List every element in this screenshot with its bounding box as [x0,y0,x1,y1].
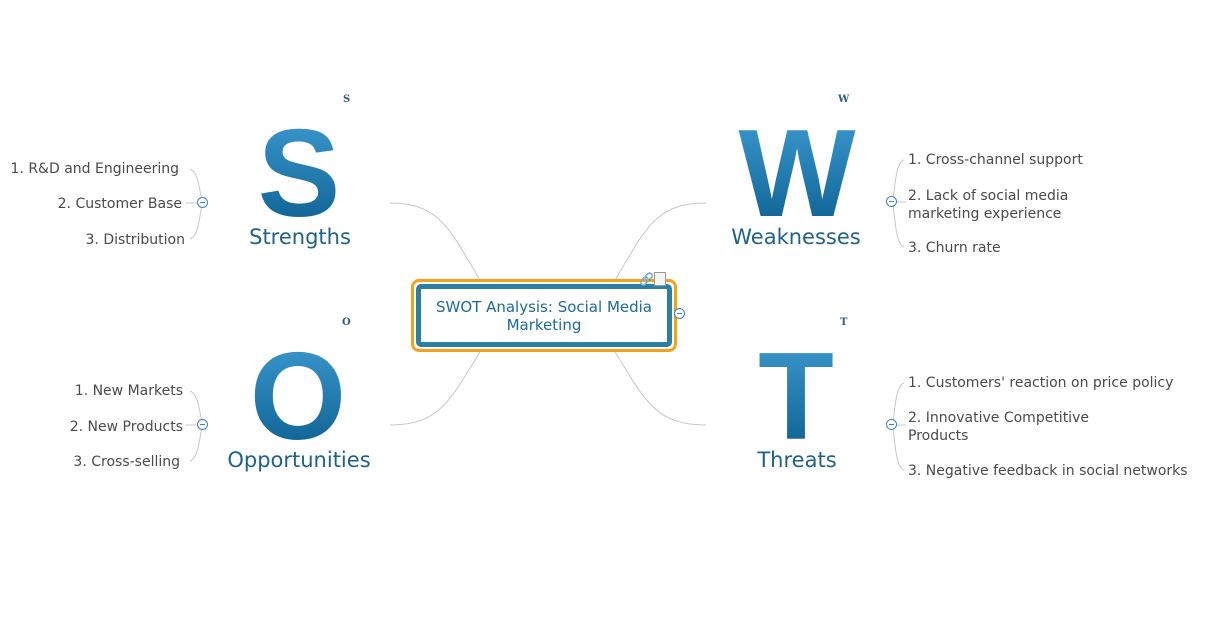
list-item[interactable]: 3. Cross-selling [73,454,180,470]
list-item[interactable]: 3. Churn rate [908,240,1001,256]
opportunities-letter: O [218,335,378,459]
opportunities-marker: O [342,317,351,328]
collapse-icon[interactable] [674,308,685,319]
list-item[interactable]: 1. New Markets [74,383,183,399]
list-item[interactable]: 1. R&D and Engineering [10,161,179,177]
strengths-letter: S [219,112,379,236]
threats-letter: T [716,335,876,459]
list-item[interactable]: 3. Negative feedback in social networks [908,463,1188,479]
list-item[interactable]: 2. Customer Base [57,196,182,212]
list-item[interactable]: 3. Distribution [85,232,185,248]
list-item[interactable]: 2. Lack of social media marketing experi… [908,188,1069,222]
list-item[interactable]: 2. Innovative Competitive Products [908,410,1089,444]
collapse-icon[interactable] [886,196,897,207]
weaknesses-marker: W [838,94,850,105]
strengths-marker: S [343,94,351,105]
connector-threats [614,351,707,426]
connector-weaknesses [614,202,707,281]
threats-marker: T [840,317,848,328]
weaknesses-letter: W [717,112,877,236]
note-icon[interactable] [654,272,666,286]
central-topic-title: SWOT Analysis: Social Media Marketing [416,284,672,347]
strengths-topic[interactable]: Strengths [249,225,351,249]
list-item[interactable]: 2. New Products [69,419,183,435]
collapse-icon[interactable] [197,197,208,208]
central-topic[interactable]: SWOT Analysis: Social Media Marketing [411,279,677,352]
list-item[interactable]: 1. Cross-channel support [908,152,1083,168]
list-item[interactable]: 1. Customers' reaction on price policy [908,375,1174,391]
collapse-icon[interactable] [197,419,208,430]
weaknesses-topic[interactable]: Weaknesses [731,225,861,249]
connector-opportunities [389,351,481,426]
opportunities-topic[interactable]: Opportunities [227,448,371,472]
connector-strengths [389,202,481,281]
collapse-icon[interactable] [886,419,897,430]
threats-topic[interactable]: Threats [757,448,837,472]
link-icon[interactable]: 🔗 [639,272,654,286]
